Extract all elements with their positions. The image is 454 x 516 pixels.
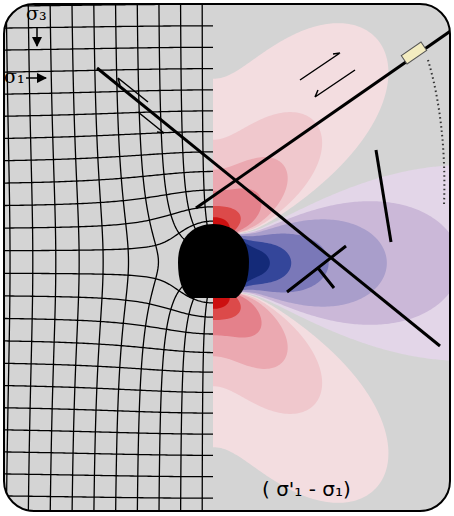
stress-symbol: σ₃ [26, 3, 47, 24]
grid-line [115, 4, 128, 511]
borehole-line [196, 30, 450, 208]
dotted-trace [428, 60, 444, 205]
grid-line [72, 4, 79, 511]
stress-arrow [26, 77, 46, 79]
fault-line [97, 68, 440, 346]
fracture-line [287, 246, 346, 292]
grid-line [4, 473, 213, 477]
tunnel-opening [178, 224, 249, 298]
stress-symbol: σ₁ [4, 66, 25, 87]
grid-line [4, 340, 213, 352]
shear-arrow [118, 78, 148, 102]
grid-line [28, 4, 33, 511]
grid-line [4, 26, 213, 29]
grid-line [4, 318, 213, 334]
panel-border [4, 4, 450, 511]
shear-arrow [138, 112, 164, 133]
extension-contour [231, 165, 450, 361]
grid-line [4, 296, 213, 318]
stress-arrow [36, 28, 38, 46]
shear-arrow [300, 53, 340, 80]
grid-line [94, 4, 104, 511]
fracture-line [376, 150, 391, 242]
grid-line [4, 171, 213, 183]
grid-line [4, 207, 213, 229]
panel-ground [4, 4, 450, 511]
sensor-symbol [401, 42, 426, 64]
grid-line [137, 4, 158, 511]
shear-arrow [315, 70, 355, 97]
extension-contour [231, 201, 450, 325]
contour-caption: ( σ'₁ - σ₁) [262, 478, 351, 500]
extension-contour [232, 219, 387, 306]
grid-line [4, 152, 213, 162]
grid-line [4, 47, 213, 51]
grid-line [4, 190, 213, 206]
grid-line [4, 362, 213, 372]
grid-line [50, 4, 56, 511]
grid-line [4, 495, 213, 498]
